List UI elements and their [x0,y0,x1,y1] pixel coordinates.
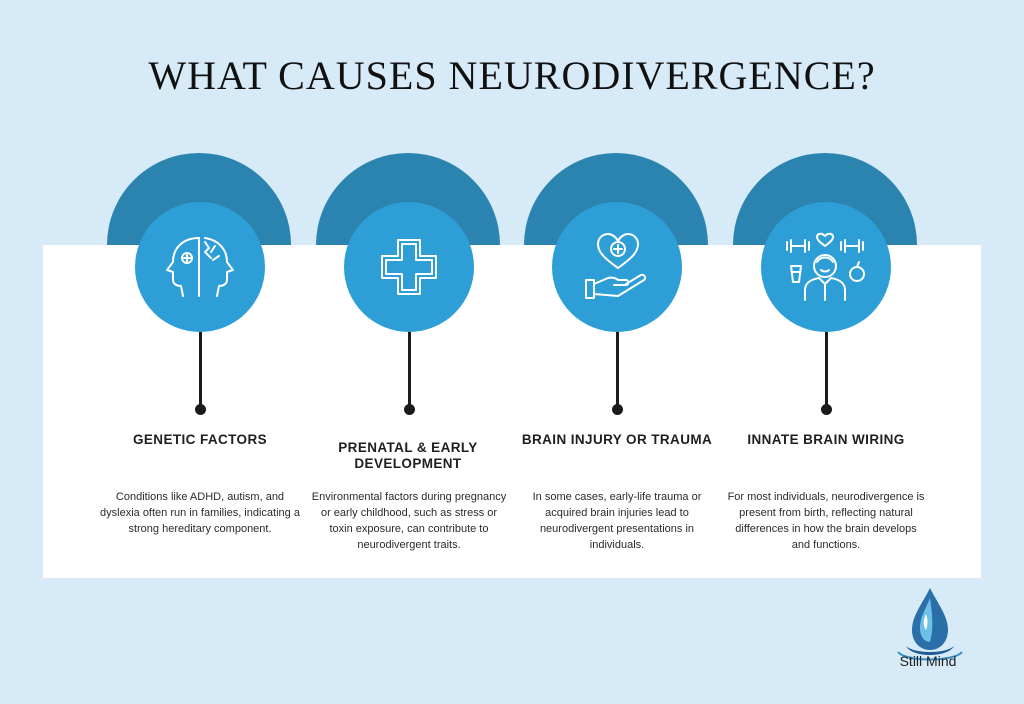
card-description: In some cases, early-life trauma or acqu… [532,491,702,551]
connector-line [616,332,619,408]
card-icon-circle [552,202,682,332]
card-icon-circle [344,202,474,332]
brand-name: Still Mind [899,653,957,669]
medical-cross-icon [381,239,437,295]
water-drop-logo-icon [897,588,963,661]
card-heading: BRAIN INJURY OR TRAUMA [521,432,713,447]
connector-line [825,332,828,408]
connector-dot [821,404,832,415]
connector-line [408,332,411,408]
split-head-icon [166,237,234,297]
card-description: For most individuals, neurodivergence is… [727,491,925,551]
connector-line [199,332,202,408]
card-heading: PRENATAL & EARLY DEVELOPMENT [338,440,478,471]
connector-dot [195,404,206,415]
connector-dot [404,404,415,415]
card-heading: INNATE BRAIN WIRING [747,432,905,447]
page-title: WHAT CAUSES NEURODIVERGENCE? [148,53,876,98]
card-icon-circle [761,202,891,332]
healthy-person-icon [786,232,865,301]
heart-in-hand-icon [585,233,647,299]
connector-dot [612,404,623,415]
card-icon-circle [135,202,265,332]
card-description: Environmental factors during pregnancy o… [311,491,507,551]
card-heading: GENETIC FACTORS [132,432,267,447]
card-description: Conditions like ADHD, autism, and dyslex… [100,491,300,535]
